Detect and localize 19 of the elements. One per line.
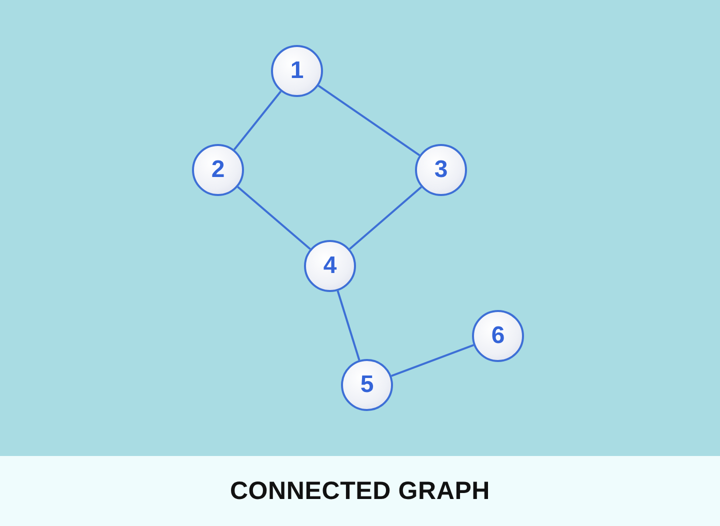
graph-vertex — [192, 144, 244, 196]
connector-line — [391, 344, 474, 377]
vertex-number: 6 — [491, 322, 505, 350]
graph-vertex — [472, 310, 524, 362]
vertex-number: 5 — [360, 371, 374, 399]
graph-vertex — [271, 45, 323, 97]
graph-vertex — [304, 240, 356, 292]
graph-vertex — [415, 144, 467, 196]
vertex-number: 2 — [211, 156, 225, 184]
graph-vertex — [341, 359, 393, 411]
connector-line — [318, 84, 420, 156]
connector-line — [349, 186, 422, 250]
vertex-number: 4 — [323, 252, 337, 280]
title: CONNECTED GRAPH — [230, 476, 490, 506]
connector-line — [237, 186, 311, 250]
vertex-number: 3 — [434, 156, 448, 184]
connector-line — [233, 90, 282, 150]
vertex-number: 1 — [290, 57, 304, 85]
connector-line — [336, 290, 360, 360]
